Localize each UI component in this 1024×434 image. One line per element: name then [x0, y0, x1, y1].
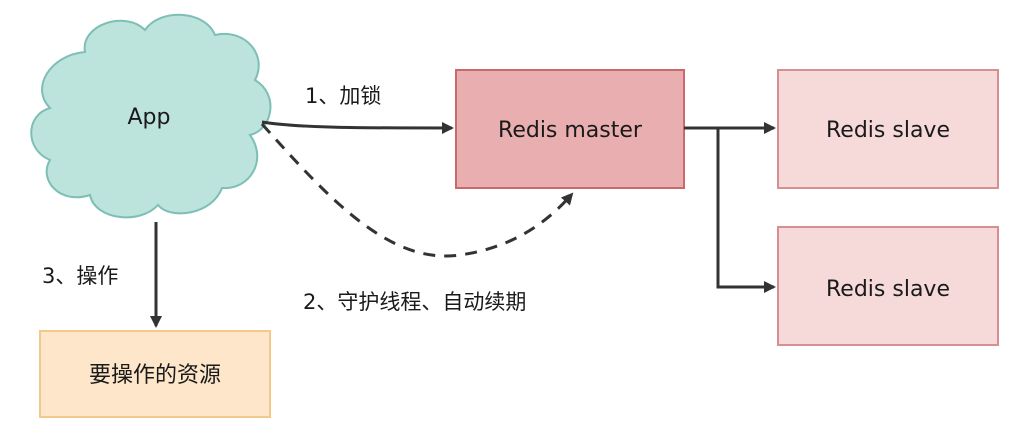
redis-slave-box-2: [777, 226, 999, 346]
redis-slave-label-2: Redis slave: [826, 277, 950, 302]
operate-label: 3、操作: [42, 264, 118, 288]
renew-label: 2、守护线程、自动续期: [303, 290, 526, 314]
redis-master-label: Redis master: [498, 118, 643, 143]
app-label: App: [128, 105, 171, 130]
redis-master-node: Redis master: [455, 69, 685, 189]
app-cloud: App: [30, 13, 272, 219]
resource-box: [39, 330, 271, 418]
redis-slave-node-1: Redis slave: [777, 69, 999, 189]
cloud-shape: [30, 13, 272, 219]
lock-label: 1、加锁: [305, 84, 381, 108]
redis-slave-box-1: [777, 69, 999, 189]
lock-arrow: [261, 120, 454, 134]
redis-slave-label-1: Redis slave: [826, 118, 950, 143]
resource-node: 要操作的资源: [39, 330, 271, 418]
master-to-slave2-arrow: [716, 128, 776, 293]
redis-slave-node-2: Redis slave: [777, 226, 999, 346]
resource-label: 要操作的资源: [89, 363, 221, 388]
redis-master-box: [455, 69, 685, 189]
